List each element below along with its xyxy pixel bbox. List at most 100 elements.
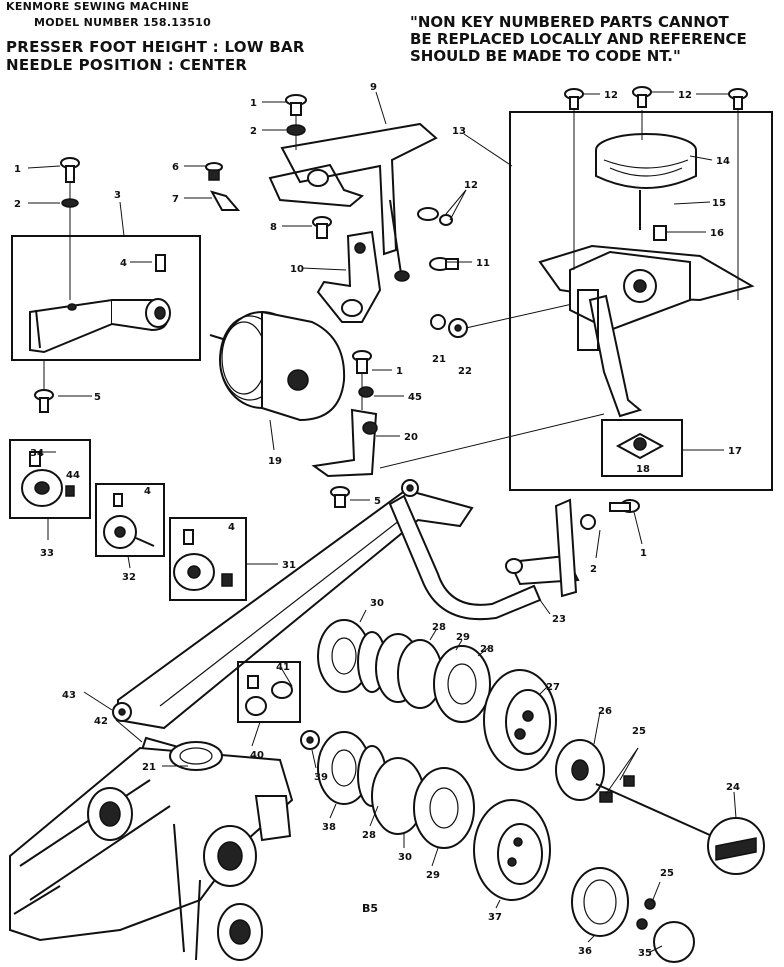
screw-1-left (60, 157, 80, 300)
callout-10: 10 (290, 264, 304, 275)
brand-title: KENMORE SEWING MACHINE (6, 0, 190, 13)
note-line-3: SHOULD BE MADE TO CODE NT." (410, 47, 681, 65)
callout-17: 17 (728, 446, 742, 457)
screw-4-box (155, 254, 166, 272)
callout-7: 7 (172, 194, 179, 205)
callout-2: 2 (250, 126, 257, 137)
callout-42: 42 (94, 716, 108, 727)
part-32-box (95, 483, 165, 557)
diagram-code: B5 (362, 902, 378, 915)
leader-lines (27, 91, 737, 953)
screw-8 (312, 216, 332, 239)
cam-stack-lower (317, 731, 695, 963)
callout-12: 12 (678, 90, 692, 101)
callout-4: 4 (228, 522, 235, 533)
callout-12: 12 (464, 180, 478, 191)
part-31-box (169, 517, 247, 601)
machine-body-lower-left (9, 741, 294, 961)
part-40-box (237, 661, 301, 723)
washer-2-right (580, 514, 596, 530)
part-17-box (601, 419, 683, 477)
screw-5-mid (330, 486, 350, 508)
callout-13: 13 (452, 126, 466, 137)
callout-28: 28 (362, 830, 376, 841)
callout-45: 45 (408, 392, 422, 403)
callout-28: 28 (432, 622, 446, 633)
screw-12-lever (417, 207, 453, 226)
note-line-2: BE REPLACED LOCALLY AND REFERENCE (410, 30, 747, 48)
callout-2: 2 (590, 564, 597, 575)
presser-foot-spec: PRESSER FOOT HEIGHT : LOW BAR (6, 38, 305, 56)
callout-15: 15 (712, 198, 726, 209)
callout-25: 25 (660, 868, 674, 879)
callout-24: 24 (726, 782, 740, 793)
callout-labels: 1 2 3 4 5 1 2 6 7 8 9 10 11 12 12 12 13 … (14, 82, 742, 959)
replacement-note: "NON KEY NUMBERED PARTS CANNOT BE REPLAC… (410, 14, 770, 65)
screw-12-top-row (564, 86, 748, 110)
callout-35: 35 (638, 948, 652, 959)
callout-25: 25 (632, 726, 646, 737)
screw-6 (205, 162, 223, 181)
part-13-assembly-box (509, 110, 773, 491)
needle-position-spec: NEEDLE POSITION : CENTER (6, 56, 248, 74)
callout-37: 37 (488, 912, 502, 923)
callout-5: 5 (374, 496, 381, 507)
nut-7 (209, 190, 241, 211)
part-43-lever-arm (112, 479, 474, 730)
callout-40: 40 (250, 750, 264, 761)
callout-44: 44 (66, 470, 80, 481)
callout-12: 12 (604, 90, 618, 101)
screw-1-top (285, 94, 307, 116)
callout-29: 29 (426, 870, 440, 881)
callout-26: 26 (598, 706, 612, 717)
callout-34: 34 (30, 448, 44, 459)
callout-38: 38 (322, 822, 336, 833)
callout-43: 43 (62, 690, 76, 701)
callout-29: 29 (456, 632, 470, 643)
callout-1: 1 (640, 548, 647, 559)
callout-6: 6 (172, 162, 179, 173)
callout-1: 1 (14, 164, 21, 175)
washer-2-top (286, 124, 306, 136)
callout-32: 32 (122, 572, 136, 583)
note-line-1: "NON KEY NUMBERED PARTS CANNOT (410, 13, 729, 31)
screw-11 (429, 257, 459, 271)
callout-1: 1 (396, 366, 403, 377)
callout-1: 1 (250, 98, 257, 109)
callout-33: 33 (40, 548, 54, 559)
callout-36: 36 (578, 946, 592, 957)
callout-21: 21 (432, 354, 446, 365)
part-33-box (9, 439, 91, 519)
callout-4: 4 (120, 258, 127, 269)
callout-22: 22 (458, 366, 472, 377)
callout-30: 30 (398, 852, 412, 863)
callout-4: 4 (144, 486, 151, 497)
callout-5: 5 (94, 392, 101, 403)
callout-20: 20 (404, 432, 418, 443)
callout-11: 11 (476, 258, 490, 269)
callout-39: 39 (314, 772, 328, 783)
callout-41: 41 (276, 662, 290, 673)
screw-1-right (609, 499, 640, 513)
part-3-assembly-box (11, 235, 201, 361)
callout-21: 21 (142, 762, 156, 773)
callout-27: 27 (546, 682, 560, 693)
washer-21 (430, 314, 446, 330)
screw-5-left (34, 360, 54, 413)
callout-14: 14 (716, 156, 730, 167)
callout-18: 18 (636, 464, 650, 475)
callout-2: 2 (14, 199, 21, 210)
callout-23: 23 (552, 614, 566, 625)
callout-16: 16 (710, 228, 724, 239)
callout-8: 8 (270, 222, 277, 233)
washer-2-left (61, 198, 79, 208)
callout-3: 3 (114, 190, 121, 201)
model-number: MODEL NUMBER 158.13510 (34, 16, 212, 29)
screw-1-mid (352, 350, 372, 374)
part-10-lever (316, 199, 410, 323)
callout-31: 31 (282, 560, 296, 571)
callout-30: 30 (370, 598, 384, 609)
callout-19: 19 (268, 456, 282, 467)
callout-9: 9 (370, 82, 377, 93)
